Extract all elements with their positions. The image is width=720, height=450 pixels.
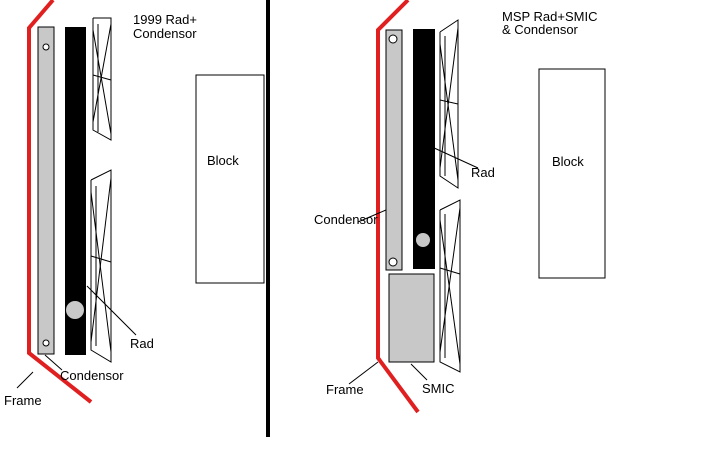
- left-engine-block: [195, 74, 265, 284]
- left-condenser-port-bottom: [42, 339, 50, 347]
- left-fan-top: [92, 17, 112, 141]
- right-rad-leader: [431, 146, 479, 169]
- right-radiator-port: [416, 233, 430, 247]
- right-condenser-port-bottom: [388, 257, 398, 267]
- left-frame: [27, 0, 93, 404]
- right-condenser-leader: [357, 209, 387, 223]
- left-condenser-leader: [44, 354, 63, 371]
- left-rad-leader: [86, 285, 137, 336]
- left-frame-leader: [16, 371, 34, 389]
- left-radiator-port: [66, 301, 84, 319]
- right-condenser: [385, 29, 403, 271]
- right-panel: [348, 0, 606, 414]
- right-fan-bottom: [439, 199, 461, 373]
- left-panel: [16, 0, 265, 404]
- right-fan-top: [439, 19, 459, 189]
- left-condenser: [37, 26, 55, 355]
- right-smic: [388, 273, 435, 363]
- right-engine-block: [538, 68, 606, 279]
- left-condenser-port-top: [42, 43, 50, 51]
- left-radiator: [65, 27, 86, 355]
- right-frame-leader: [348, 361, 379, 385]
- left-fan-bottom: [90, 169, 112, 363]
- right-frame: [376, 0, 420, 414]
- right-smic-leader: [410, 363, 428, 381]
- right-radiator: [413, 29, 435, 269]
- right-condenser-port-top: [388, 34, 398, 44]
